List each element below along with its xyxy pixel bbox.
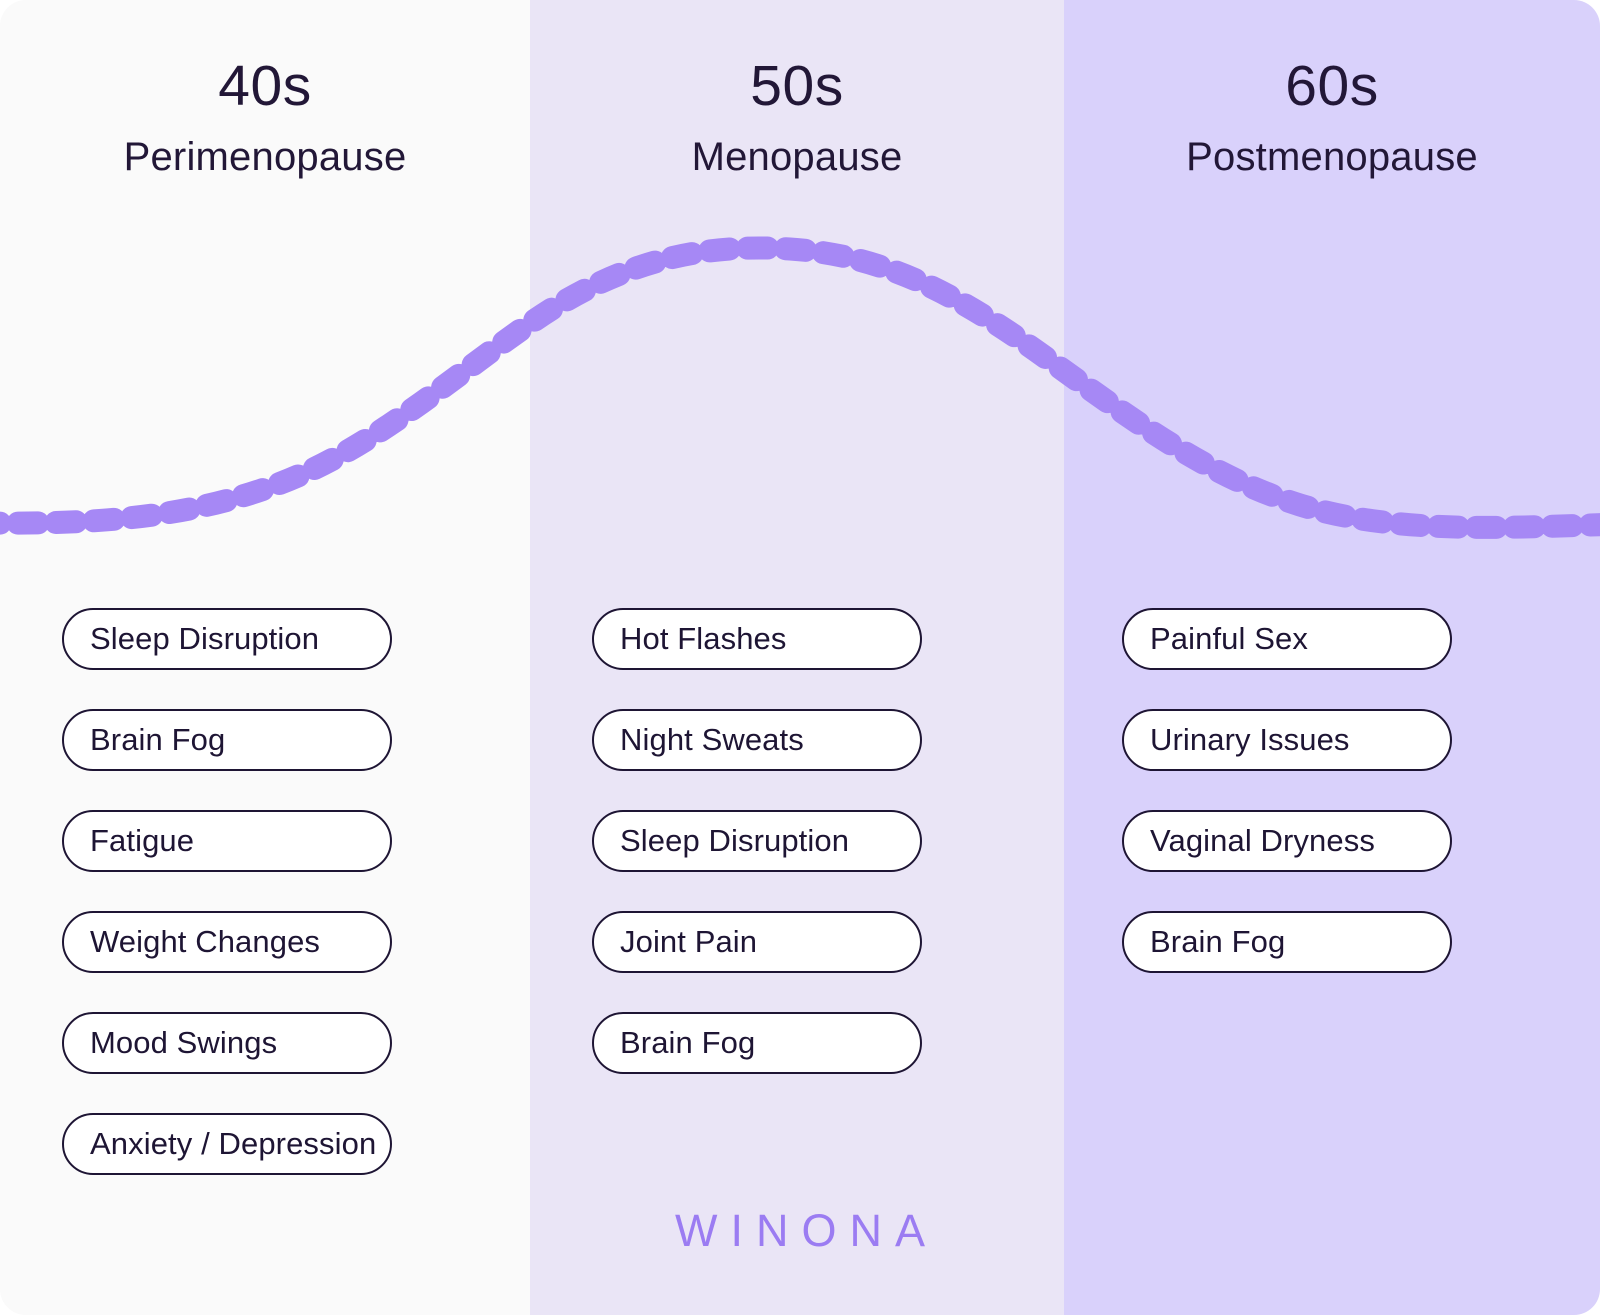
symptom-list-40s: Sleep Disruption Brain Fog Fatigue Weigh… xyxy=(0,608,530,1175)
symptom-pill[interactable]: Sleep Disruption xyxy=(62,608,392,670)
winona-wordmark: WINONA xyxy=(675,1205,938,1256)
column-header-40s: 40s Perimenopause xyxy=(0,0,530,179)
decade-label-40s: 40s xyxy=(218,54,312,118)
symptom-pill[interactable]: Anxiety / Depression xyxy=(62,1113,392,1175)
symptom-pill[interactable]: Urinary Issues xyxy=(1122,709,1452,771)
symptom-pill[interactable]: Weight Changes xyxy=(62,911,392,973)
symptom-pill[interactable]: Mood Swings xyxy=(62,1012,392,1074)
symptom-pill[interactable]: Brain Fog xyxy=(1122,911,1452,973)
decade-label-60s: 60s xyxy=(1285,54,1379,118)
column-header-50s: 50s Menopause xyxy=(530,0,1064,179)
symptom-pill[interactable]: Joint Pain xyxy=(592,911,922,973)
stage-column-40s: 40s Perimenopause Sleep Disruption Brain… xyxy=(0,0,530,1315)
stage-label-perimenopause: Perimenopause xyxy=(123,135,407,179)
symptom-pill[interactable]: Fatigue xyxy=(62,810,392,872)
stage-label-menopause: Menopause xyxy=(691,135,903,179)
symptom-pill[interactable]: Hot Flashes xyxy=(592,608,922,670)
decade-label-50s: 50s xyxy=(750,54,844,118)
stage-label-postmenopause: Postmenopause xyxy=(1186,135,1478,179)
symptom-pill[interactable]: Brain Fog xyxy=(62,709,392,771)
symptom-list-60s: Painful Sex Urinary Issues Vaginal Dryne… xyxy=(1064,608,1600,973)
symptom-list-50s: Hot Flashes Night Sweats Sleep Disruptio… xyxy=(530,608,1064,1074)
column-header-60s: 60s Postmenopause xyxy=(1064,0,1600,179)
symptom-pill[interactable]: Vaginal Dryness xyxy=(1122,810,1452,872)
symptom-pill[interactable]: Brain Fog xyxy=(592,1012,922,1074)
symptom-pill[interactable]: Sleep Disruption xyxy=(592,810,922,872)
symptom-pill[interactable]: Painful Sex xyxy=(1122,608,1452,670)
stage-column-50s: 50s Menopause Hot Flashes Night Sweats S… xyxy=(530,0,1064,1315)
stage-column-60s: 60s Postmenopause Painful Sex Urinary Is… xyxy=(1064,0,1600,1315)
symptom-pill[interactable]: Night Sweats xyxy=(592,709,922,771)
